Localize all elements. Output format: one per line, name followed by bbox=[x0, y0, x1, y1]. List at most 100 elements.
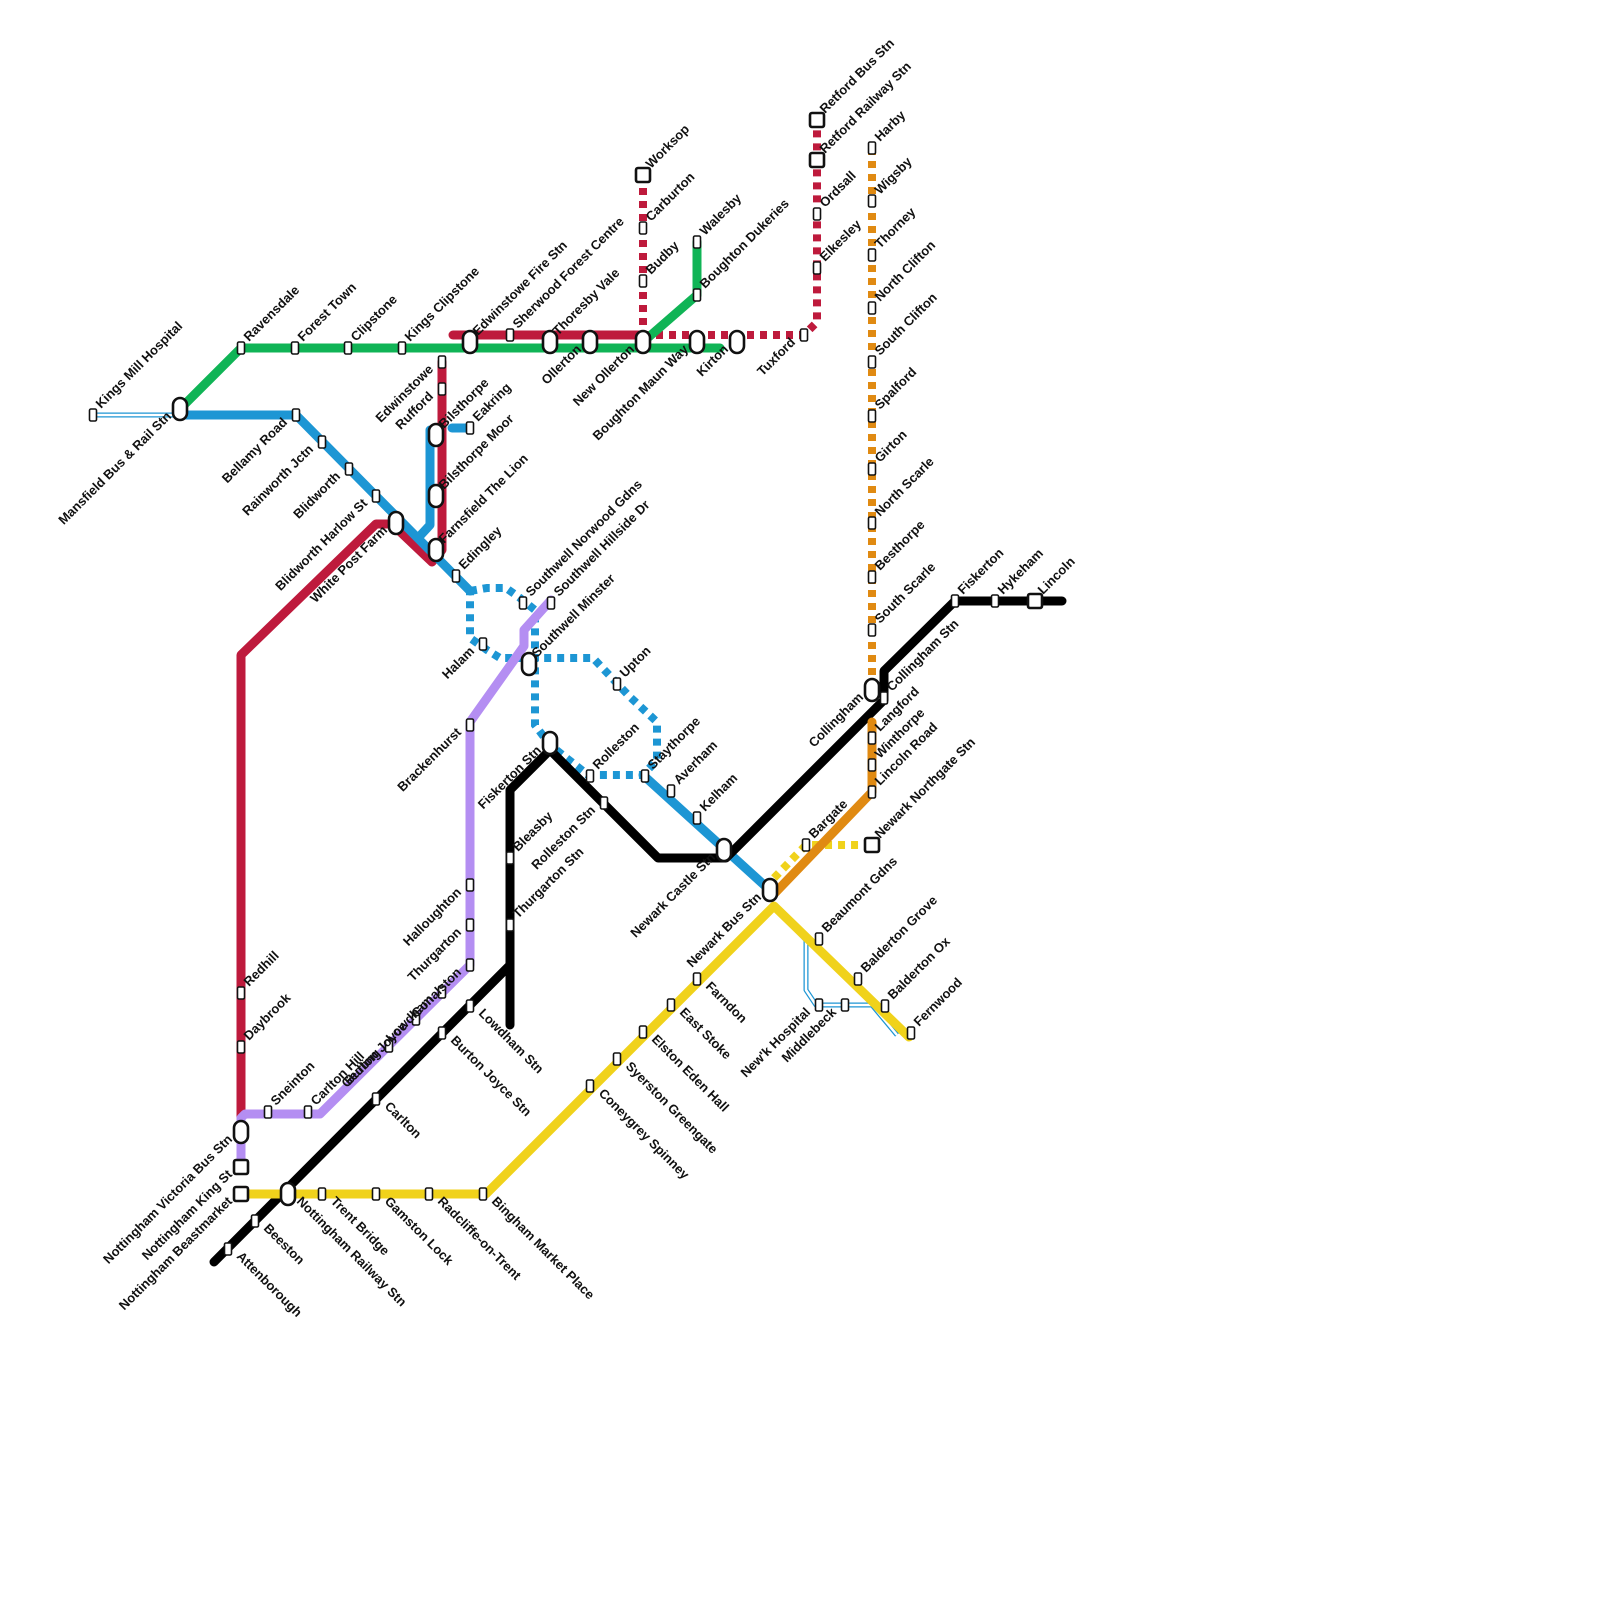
station-harby[interactable] bbox=[867, 141, 877, 155]
station-hykeham[interactable] bbox=[990, 594, 1000, 608]
station-eakring[interactable] bbox=[465, 421, 475, 435]
station-elkesley[interactable] bbox=[812, 261, 822, 275]
station-middlebeck[interactable] bbox=[840, 998, 850, 1012]
station-farndon[interactable] bbox=[692, 972, 702, 986]
station-edingley[interactable] bbox=[451, 569, 461, 583]
station-upton[interactable] bbox=[612, 677, 622, 691]
station-blidworth-harlow-st[interactable] bbox=[371, 489, 381, 503]
station-newark-northgate-stn[interactable] bbox=[863, 836, 881, 854]
station-attenborough[interactable] bbox=[223, 1242, 233, 1256]
station-burton-joyce[interactable] bbox=[411, 1012, 421, 1026]
station-balderton-ox[interactable] bbox=[880, 999, 890, 1013]
station-carlton[interactable] bbox=[371, 1092, 381, 1106]
station-lowdham-stn[interactable] bbox=[465, 999, 475, 1013]
station-carburton[interactable] bbox=[638, 221, 648, 235]
station-averham[interactable] bbox=[666, 784, 676, 798]
station-besthorpe[interactable] bbox=[867, 570, 877, 584]
station-north-scarle[interactable] bbox=[867, 516, 877, 530]
station-nottingham-railway-stn[interactable] bbox=[279, 1181, 297, 1207]
station-edwinstowe-fire-stn[interactable] bbox=[461, 329, 479, 355]
station-ravensdale[interactable] bbox=[236, 341, 246, 355]
station-clipstone[interactable] bbox=[343, 341, 353, 355]
station-tuxford[interactable] bbox=[799, 328, 809, 342]
station-bleasby[interactable] bbox=[505, 851, 515, 865]
station-burton-joyce-stn[interactable] bbox=[437, 1026, 447, 1040]
station-retford-bus-stn[interactable] bbox=[808, 111, 826, 129]
station-lowdham[interactable] bbox=[437, 985, 447, 999]
station-forest-town[interactable] bbox=[290, 341, 300, 355]
station-newark-castle-stn[interactable] bbox=[715, 837, 733, 863]
station-lincoln-road[interactable] bbox=[867, 785, 877, 799]
station-beaumont-gdns[interactable] bbox=[814, 932, 824, 946]
station-retford-railway-stn[interactable] bbox=[808, 151, 826, 169]
station-walesby[interactable] bbox=[692, 235, 702, 249]
station-gedling[interactable] bbox=[384, 1039, 394, 1053]
station-bargate[interactable] bbox=[801, 838, 811, 852]
station-south-clifton[interactable] bbox=[867, 355, 877, 369]
station-halam[interactable] bbox=[478, 637, 488, 651]
station-rolleston-stn[interactable] bbox=[599, 796, 609, 810]
station-kings-mill-hospital[interactable] bbox=[88, 408, 98, 422]
station-south-scarle[interactable] bbox=[867, 623, 877, 637]
station-girton[interactable] bbox=[867, 462, 877, 476]
station-kelham[interactable] bbox=[692, 811, 702, 825]
station-kings-clipstone[interactable] bbox=[397, 341, 407, 355]
station-winthorpe[interactable] bbox=[867, 758, 877, 772]
station-new-ollerton[interactable] bbox=[634, 329, 652, 355]
station-nottingham-victoria-bus-stn[interactable] bbox=[232, 1119, 250, 1145]
station-gamston-lock[interactable] bbox=[371, 1187, 381, 1201]
station-southwell-norwood-gdns[interactable] bbox=[518, 596, 528, 610]
station-farnsfield-the-lion[interactable] bbox=[427, 537, 445, 563]
station-coneygrey-spinney[interactable] bbox=[585, 1079, 595, 1093]
station-boughton-maun-way[interactable] bbox=[688, 329, 706, 355]
station-ordsall[interactable] bbox=[812, 207, 822, 221]
station-southwell-minster[interactable] bbox=[520, 651, 538, 677]
station-bellamy-road[interactable] bbox=[291, 408, 301, 422]
station-wigsby[interactable] bbox=[867, 194, 877, 208]
station-nottingham-beastmarket[interactable] bbox=[232, 1185, 250, 1203]
station-edwinstowe[interactable] bbox=[437, 355, 447, 369]
station-bingham-market-place[interactable] bbox=[478, 1187, 488, 1201]
station-brackenhurst[interactable] bbox=[465, 718, 475, 732]
station-balderton-grove[interactable] bbox=[853, 972, 863, 986]
station-kirton[interactable] bbox=[728, 329, 746, 355]
station-radcliffe-on-trent[interactable] bbox=[424, 1187, 434, 1201]
station-halloughton[interactable] bbox=[465, 878, 475, 892]
station-staythorpe[interactable] bbox=[640, 769, 650, 783]
station-gonalston[interactable] bbox=[465, 958, 475, 972]
station-lincoln[interactable] bbox=[1026, 592, 1044, 610]
station-elston-eden-hall[interactable] bbox=[638, 1025, 648, 1039]
station-thurgarton[interactable] bbox=[465, 918, 475, 932]
station-collingham-stn[interactable] bbox=[879, 691, 889, 705]
station-new-k-hospital[interactable] bbox=[814, 998, 824, 1012]
station-boughton-dukeries[interactable] bbox=[692, 288, 702, 302]
station-redhill[interactable] bbox=[236, 986, 246, 1000]
station-sherwood-forest-centre[interactable] bbox=[505, 328, 515, 342]
station-beeston[interactable] bbox=[250, 1214, 260, 1228]
station-southwell-hillside-dr[interactable] bbox=[546, 596, 556, 610]
station-syerston-greengate[interactable] bbox=[612, 1052, 622, 1066]
station-rainworth-jctn[interactable] bbox=[317, 435, 327, 449]
station-fiskerton-stn[interactable] bbox=[541, 730, 559, 756]
station-worksop[interactable] bbox=[634, 166, 652, 184]
station-bilsthorpe-moor[interactable] bbox=[427, 483, 445, 509]
station-thurgarton-stn[interactable] bbox=[505, 918, 515, 932]
station-nottingham-king-st[interactable] bbox=[232, 1158, 250, 1176]
station-bilsthorpe[interactable] bbox=[427, 422, 445, 448]
station-trent-bridge[interactable] bbox=[317, 1187, 327, 1201]
station-ollerton[interactable] bbox=[581, 329, 599, 355]
station-east-stoke[interactable] bbox=[666, 998, 676, 1012]
station-spalford[interactable] bbox=[867, 409, 877, 423]
station-budby[interactable] bbox=[638, 274, 648, 288]
station-fiskerton[interactable] bbox=[950, 594, 960, 608]
station-sneinton[interactable] bbox=[263, 1105, 273, 1119]
station-north-clifton[interactable] bbox=[867, 301, 877, 315]
station-thoresby-vale[interactable] bbox=[541, 329, 559, 355]
station-carlton-hill[interactable] bbox=[303, 1105, 313, 1119]
station-rolleston[interactable] bbox=[585, 769, 595, 783]
station-mansfield-bus-rail-stn[interactable] bbox=[171, 396, 189, 422]
station-rufford[interactable] bbox=[437, 382, 447, 396]
station-blidworth[interactable] bbox=[344, 462, 354, 476]
station-newark-bus-stn[interactable] bbox=[761, 877, 779, 903]
station-langford[interactable] bbox=[867, 731, 877, 745]
